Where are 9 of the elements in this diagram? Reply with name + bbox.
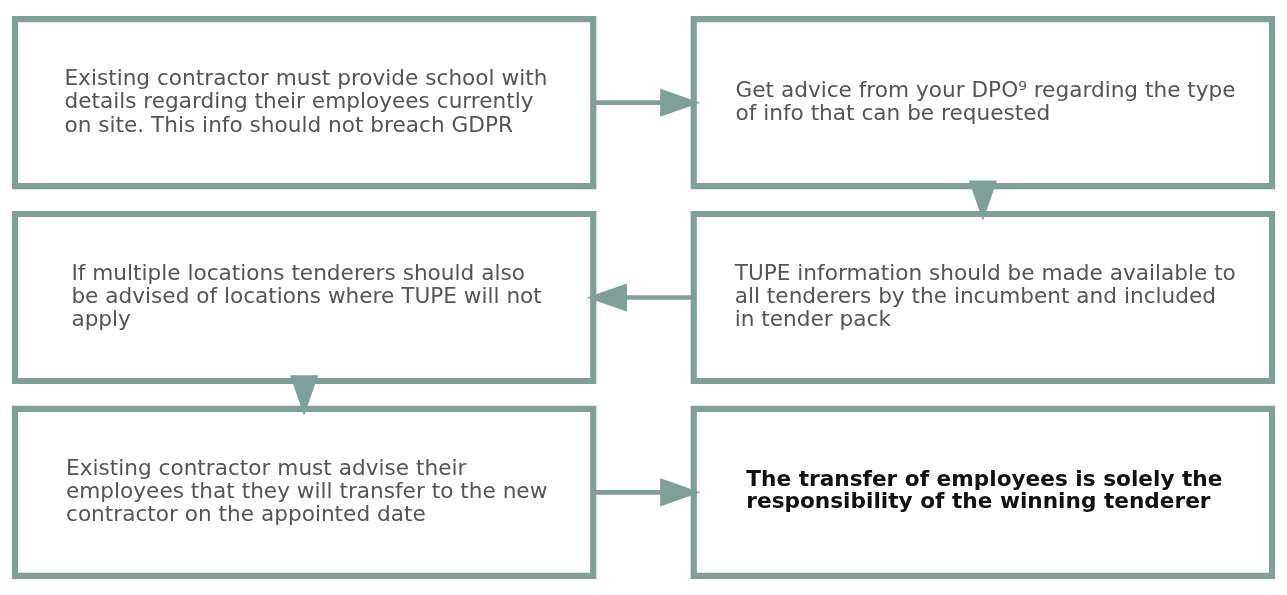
node-box: TUPE information should be made available to all tenderers by the incumbent and included in tender pack	[690, 210, 1276, 385]
node-box: Existing contractor must advise their employees that they will transfer to the new contractor on the appointed date	[11, 405, 597, 579]
arrow	[593, 478, 701, 507]
node-box: The transfer of employees is solely the responsibility of the winning tenderer	[690, 405, 1276, 579]
arrow	[968, 180, 997, 221]
arrow	[586, 283, 694, 312]
node-box: Existing contractor must provide school with details regarding their employees currently on site. This info should not breach GDPR	[11, 16, 597, 190]
arrow	[593, 88, 701, 117]
arrow	[290, 375, 319, 416]
